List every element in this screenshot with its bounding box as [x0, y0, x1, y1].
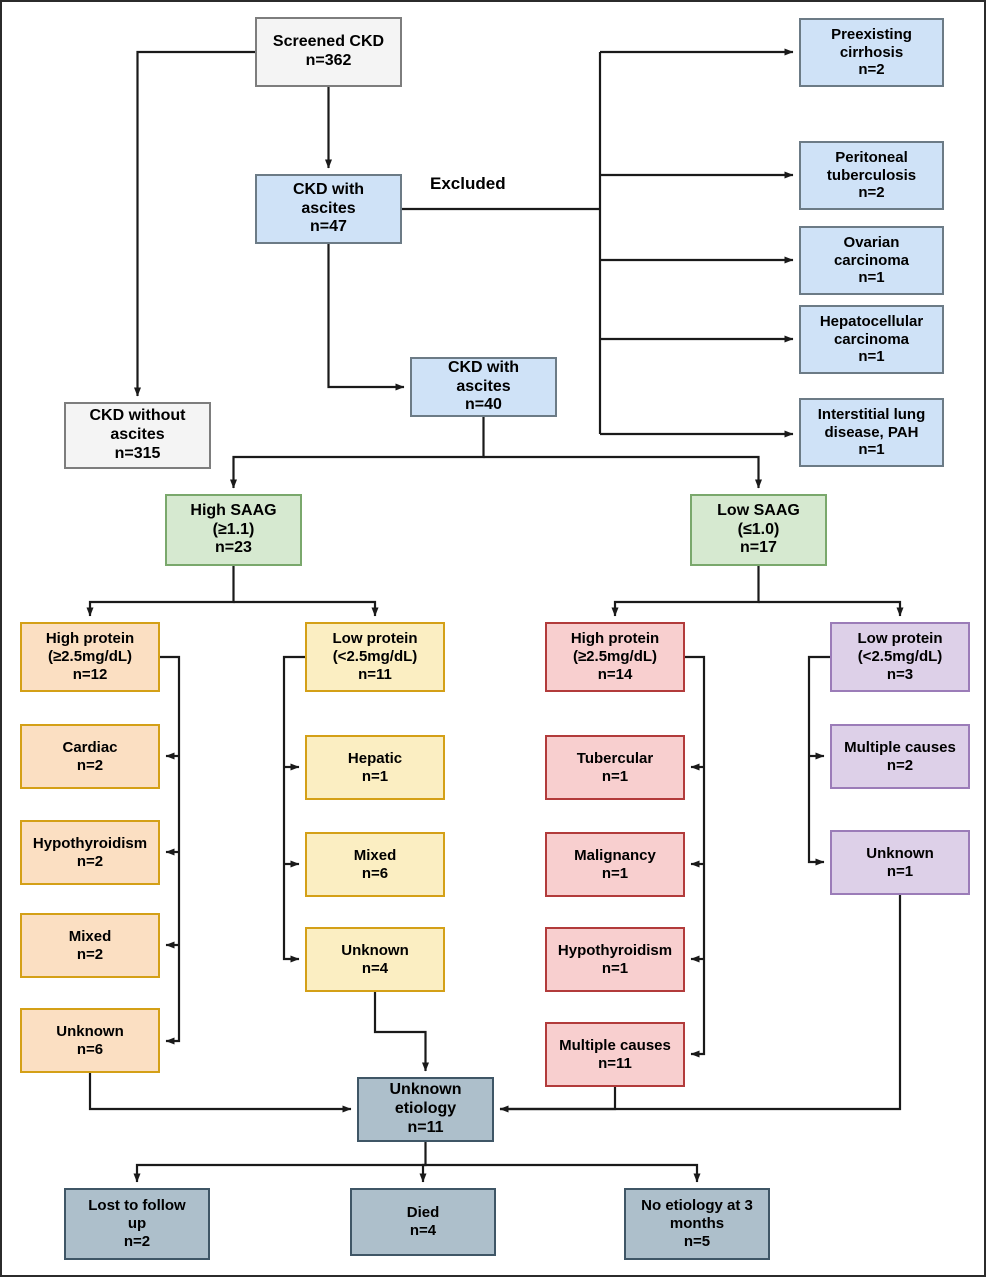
node-ls_multi: Multiple causes n=11: [545, 1022, 685, 1087]
node-ls_tb: Tubercular n=1: [545, 735, 685, 800]
node-ex_cirrhosis: Preexisting cirrhosis n=2: [799, 18, 944, 87]
edge-hsHP-bus: [160, 655, 181, 1045]
node-hs_mixed: Mixed n=2: [20, 913, 160, 978]
node-lost_followup: Lost to follow up n=2: [64, 1188, 210, 1260]
node-died: Died n=4: [350, 1188, 496, 1256]
node-ls_multi2: Multiple causes n=2: [830, 724, 970, 789]
edge-ckd40-split-right: [483, 455, 762, 489]
edge-highsaag-split-right: [233, 600, 379, 617]
edge-screened-to-no-ascites: [134, 50, 255, 397]
node-ls_unknown1: Unknown n=1: [830, 830, 970, 895]
edge-lsHP-bus: [685, 655, 706, 1058]
edge-ue-to-died: [419, 1163, 427, 1183]
node-ckd_ascites_40: CKD with ascites n=40: [410, 357, 557, 417]
node-ex_tb: Peritoneal tuberculosis n=2: [799, 141, 944, 210]
node-low_saag: Low SAAG (≤1.0) n=17: [690, 494, 827, 566]
edge-hsLP-bus: [282, 655, 305, 963]
edge-hsUnknown4-to-ue: [373, 992, 429, 1072]
edge-hsUnknown6-to-ue: [88, 1073, 352, 1113]
edge-lsLP-bus: [807, 655, 830, 866]
node-hs_cardiac: Cardiac n=2: [20, 724, 160, 789]
node-unknown_etiology: Unknown etiology n=11: [357, 1077, 494, 1142]
node-hs_hypothy: Hypothyroidism n=2: [20, 820, 160, 885]
node-hs_high_prot: High protein (≥2.5mg/dL) n=12: [20, 622, 160, 692]
node-hs_hepatic: Hepatic n=1: [305, 735, 445, 800]
edge-ue-to-lost: [133, 1142, 427, 1183]
node-hs_unknown: Unknown n=6: [20, 1008, 160, 1073]
edge-lsUnknown1-to-ue: [500, 895, 902, 1111]
node-hs_unknown4: Unknown n=4: [305, 927, 445, 992]
edge-ckd47-to-ckd40: [327, 244, 405, 391]
node-ls_malig: Malignancy n=1: [545, 832, 685, 897]
node-ckd_ascites_47: CKD with ascites n=47: [255, 174, 402, 244]
edge-highsaag-split-left: [86, 566, 235, 617]
node-ex_ovarian: Ovarian carcinoma n=1: [799, 226, 944, 295]
edge-lowsaag-split-left: [611, 566, 760, 617]
node-ckd_no_ascites: CKD without ascites n=315: [64, 402, 211, 469]
edge-label-excluded: Excluded: [430, 174, 506, 193]
edge-lowsaag-split-right: [758, 600, 904, 617]
node-ex_hcc: Hepatocellular carcinoma n=1: [799, 305, 944, 374]
node-high_saag: High SAAG (≥1.1) n=23: [165, 494, 302, 566]
node-no_etiology_3mo: No etiology at 3 months n=5: [624, 1188, 770, 1260]
node-ls_low_prot: Low protein (<2.5mg/dL) n=3: [830, 622, 970, 692]
edge-lsMulti11-to-ue: [499, 1087, 617, 1113]
node-hs_low_prot: Low protein (<2.5mg/dL) n=11: [305, 622, 445, 692]
node-ls_hypothy: Hypothyroidism n=1: [545, 927, 685, 992]
node-screened: Screened CKD n=362: [255, 17, 402, 87]
edge-ue-to-noetio: [425, 1163, 701, 1183]
edge-ckd40-split: [230, 417, 485, 489]
node-ex_ild: Interstitial lung disease, PAH n=1: [799, 398, 944, 467]
node-hs_mixed6: Mixed n=6: [305, 832, 445, 897]
node-ls_high_prot: High protein (≥2.5mg/dL) n=14: [545, 622, 685, 692]
